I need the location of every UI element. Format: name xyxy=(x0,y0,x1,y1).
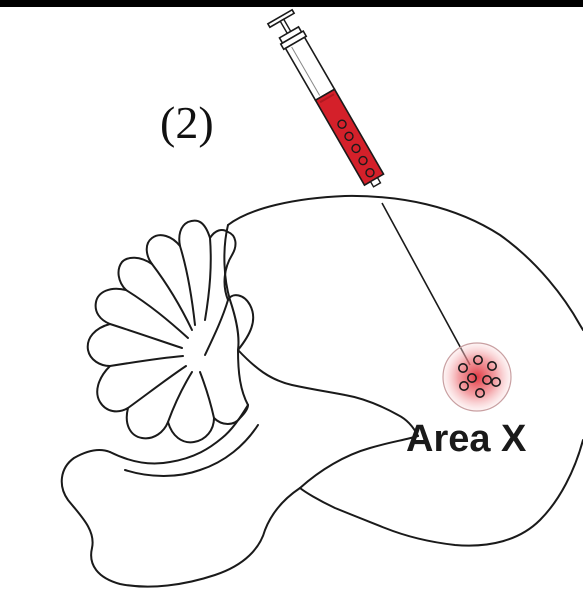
panel-label: (2) xyxy=(160,100,214,146)
syringe-icon xyxy=(268,10,389,192)
area-x-label: Area X xyxy=(406,420,526,458)
area-x-injection-site xyxy=(443,343,511,411)
cerebellum xyxy=(88,221,253,443)
needle-track xyxy=(382,203,470,365)
top-border xyxy=(0,0,583,7)
